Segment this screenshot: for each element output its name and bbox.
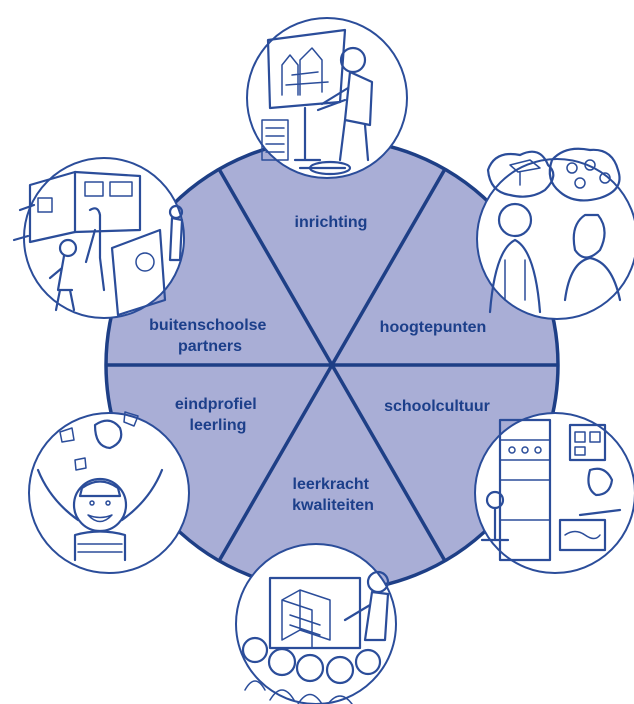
segment-label-line: leerkracht <box>293 476 370 493</box>
segment-labels: inrichting hoogtepunten schoolcultuur le… <box>149 214 490 514</box>
segment-label-line: partners <box>178 338 242 355</box>
illustration-circle <box>28 412 190 574</box>
architect-icon <box>246 17 408 179</box>
segment-label-line: inrichting <box>295 214 368 231</box>
segment-label-line: kwaliteiten <box>292 497 374 514</box>
segment-label-eindprofiel: eindprofiel leerling <box>175 396 261 434</box>
illustration-circle <box>474 412 634 574</box>
gallery-icon <box>12 157 185 319</box>
spoke-divider <box>217 168 334 366</box>
segment-label-hoogtepunten: hoogtepunten <box>380 319 487 336</box>
segment-label-line: hoogtepunten <box>380 319 487 336</box>
teacher-icon <box>235 543 397 704</box>
segment-label-buitenschoolse: buitenschoolse partners <box>149 317 271 355</box>
segment-label-line: buitenschoolse <box>149 317 266 334</box>
segment-label-leerkracht: leerkracht kwaliteiten <box>292 476 374 514</box>
child-icon <box>28 411 190 574</box>
segment-label-schoolcultuur: schoolcultuur <box>384 398 490 415</box>
segment-label-line: eindprofiel <box>175 396 257 413</box>
segment-label-line: schoolcultuur <box>384 398 490 415</box>
graduate-icon <box>476 147 634 320</box>
spoke-divider <box>330 364 447 562</box>
spoke-divider <box>330 168 447 366</box>
illustration-circle <box>246 17 408 179</box>
spoke-divider <box>217 364 334 562</box>
segment-label-line: leerling <box>190 417 247 434</box>
wheel <box>104 137 560 593</box>
lab-icon <box>474 412 634 574</box>
illustration-circle <box>476 158 634 320</box>
segment-label-inrichting: inrichting <box>295 214 368 231</box>
